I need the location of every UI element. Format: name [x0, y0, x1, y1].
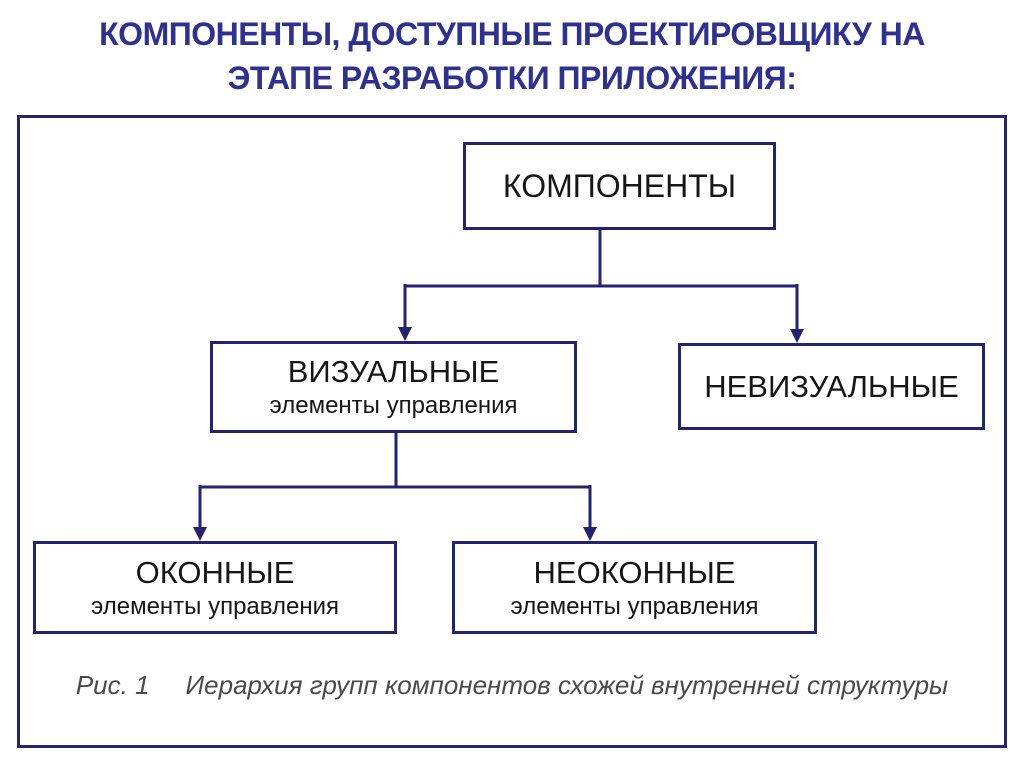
node-windowed-sublabel: элементы управления — [91, 592, 339, 620]
node-nonvisual: НЕВИЗУАЛЬНЫЕ — [678, 343, 985, 430]
node-nonwindowed-label: НЕОКОННЫЕ — [533, 554, 736, 590]
node-nonvisual-label: НЕВИЗУАЛЬНЫЕ — [704, 368, 959, 404]
arrowhead-windowed-icon — [193, 527, 207, 541]
arrowhead-nonvisual-icon — [790, 329, 804, 343]
arrowhead-visual-icon — [398, 327, 412, 341]
node-visual: ВИЗУАЛЬНЫЕ элементы управления — [210, 341, 577, 433]
node-windowed: ОКОННЫЕ элементы управления — [33, 541, 397, 634]
node-visual-sublabel: элементы управления — [269, 392, 518, 419]
node-visual-label: ВИЗУАЛЬНЫЕ — [287, 354, 500, 389]
slide-title-line1: КОМПОНЕНТЫ, ДОСТУПНЫЕ ПРОЕКТИРОВЩИКУ НА — [99, 16, 925, 52]
arrowhead-nonwindowed-icon — [583, 527, 597, 541]
slide-title: КОМПОНЕНТЫ, ДОСТУПНЫЕ ПРОЕКТИРОВЩИКУ НА … — [0, 12, 1024, 100]
node-components: КОМПОНЕНТЫ — [463, 142, 776, 230]
node-components-label: КОМПОНЕНТЫ — [502, 168, 737, 204]
figure-caption: Рис. 1 Иерархия групп компонентов схожей… — [20, 670, 1004, 701]
node-nonwindowed: НЕОКОННЫЕ элементы управления — [452, 541, 817, 634]
figure-caption-number: Рис. 1 — [75, 670, 150, 700]
slide-title-line2: ЭТАПЕ РАЗРАБОТКИ ПРИЛОЖЕНИЯ: — [227, 60, 797, 96]
diagram-frame: КОМПОНЕНТЫ ВИЗУАЛЬНЫЕ элементы управлени… — [17, 115, 1007, 748]
node-windowed-label: ОКОННЫЕ — [135, 554, 295, 590]
figure-caption-text: Иерархия групп компонентов схожей внутре… — [185, 670, 949, 700]
node-nonwindowed-sublabel: элементы управления — [510, 592, 759, 620]
connector-lines — [193, 230, 804, 541]
